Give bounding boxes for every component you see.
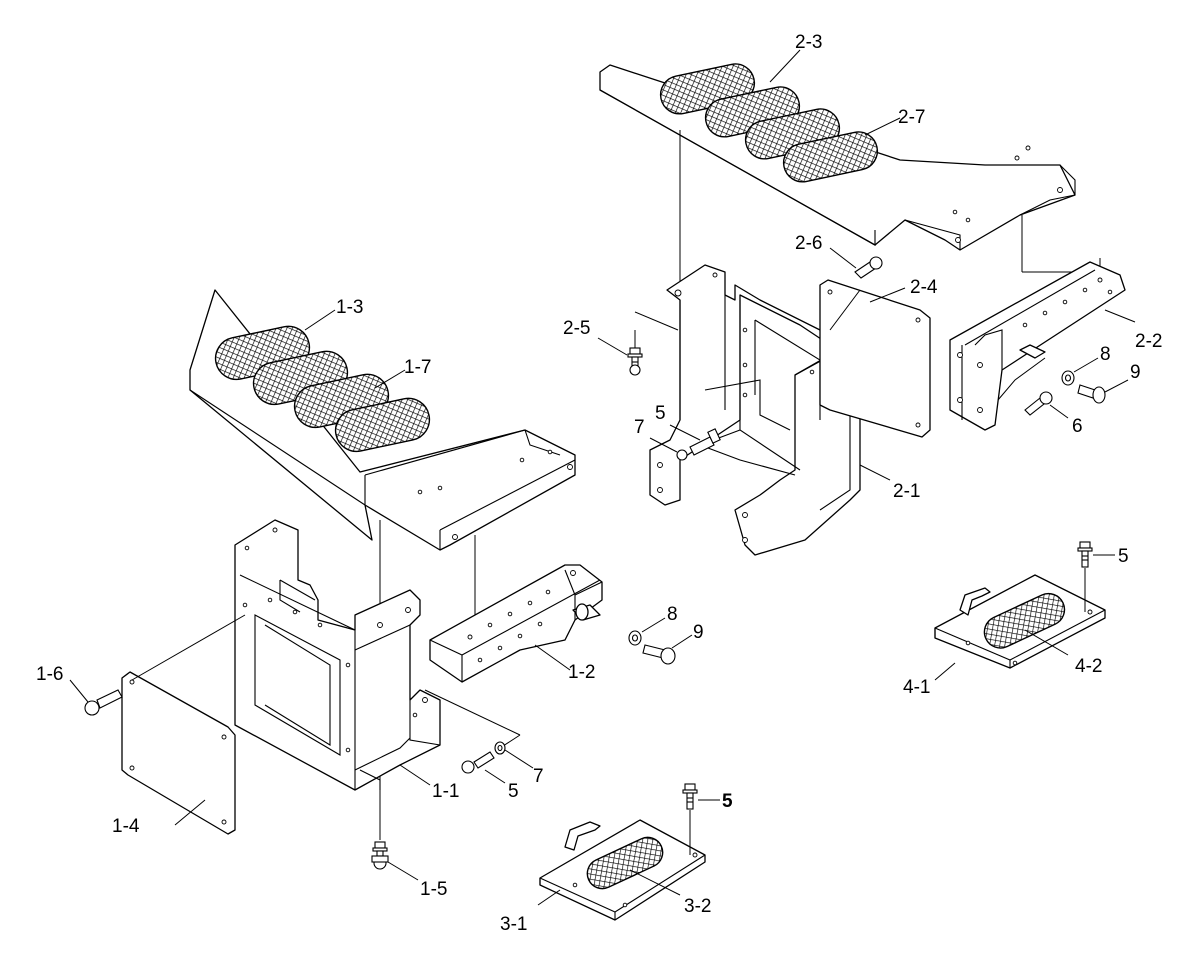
bolt-5-step3 bbox=[682, 783, 698, 810]
pin-9-upper bbox=[1077, 384, 1106, 404]
bolt-5-step4 bbox=[1077, 541, 1093, 568]
bolt-2-5-washer bbox=[676, 428, 721, 461]
washer-8-lower bbox=[628, 630, 642, 646]
step-plate-3-1 bbox=[539, 819, 706, 921]
cover-plate-2-4 bbox=[819, 279, 931, 438]
step-plate-4-1 bbox=[934, 574, 1106, 669]
bolt-5-lower-left bbox=[461, 751, 495, 774]
label-2-4: 2-4 bbox=[910, 277, 938, 298]
label-5-lower: 5 bbox=[508, 781, 519, 802]
bolt-2-5 bbox=[627, 347, 643, 376]
label-2-1: 2-1 bbox=[893, 481, 920, 502]
label-8-lower: 8 bbox=[667, 604, 678, 625]
label-1-3: 1-3 bbox=[336, 297, 363, 318]
label-9-upper: 9 bbox=[1130, 362, 1141, 383]
label-9-lower: 9 bbox=[693, 622, 704, 643]
label-1-5: 1-5 bbox=[420, 879, 447, 900]
label-1-4: 1-4 bbox=[112, 816, 140, 837]
bolt-1-6 bbox=[84, 689, 123, 716]
label-7-upper: 7 bbox=[634, 417, 645, 438]
label-7-lower: 7 bbox=[533, 766, 544, 787]
label-2-3: 2-3 bbox=[795, 32, 822, 53]
label-4-1: 4-1 bbox=[903, 677, 930, 698]
pin-9-lower bbox=[642, 644, 676, 665]
washer-8-upper bbox=[1061, 370, 1075, 386]
label-1-7: 1-7 bbox=[404, 357, 431, 378]
label-2-7: 2-7 bbox=[898, 107, 925, 128]
label-1-1: 1-1 bbox=[432, 781, 459, 802]
label-5-step3: 5 bbox=[722, 791, 733, 812]
label-8-upper: 8 bbox=[1100, 344, 1111, 365]
step-plate-1-3 bbox=[189, 289, 576, 551]
bracket-frame-1-1 bbox=[234, 519, 441, 791]
label-1-6: 1-6 bbox=[36, 664, 63, 685]
label-3-2: 3-2 bbox=[684, 896, 711, 917]
bolt-1-5 bbox=[371, 841, 389, 870]
label-4-2: 4-2 bbox=[1075, 656, 1102, 677]
step-plate-2-3 bbox=[599, 63, 1076, 251]
side-bracket-1-2 bbox=[429, 564, 603, 683]
label-2-2: 2-2 bbox=[1135, 331, 1162, 352]
label-5-upper: 5 bbox=[655, 403, 666, 424]
label-6: 6 bbox=[1072, 416, 1083, 437]
washer-7-lower bbox=[494, 741, 506, 755]
side-bracket-2-2 bbox=[949, 261, 1126, 431]
label-5-step4: 5 bbox=[1118, 546, 1129, 567]
label-2-6: 2-6 bbox=[795, 233, 822, 254]
label-1-2: 1-2 bbox=[568, 662, 595, 683]
label-2-5: 2-5 bbox=[563, 318, 590, 339]
bolt-2-6 bbox=[854, 256, 883, 279]
label-3-1: 3-1 bbox=[500, 914, 527, 935]
cover-plate-1-4 bbox=[121, 671, 236, 835]
bolt-6 bbox=[1024, 391, 1053, 416]
